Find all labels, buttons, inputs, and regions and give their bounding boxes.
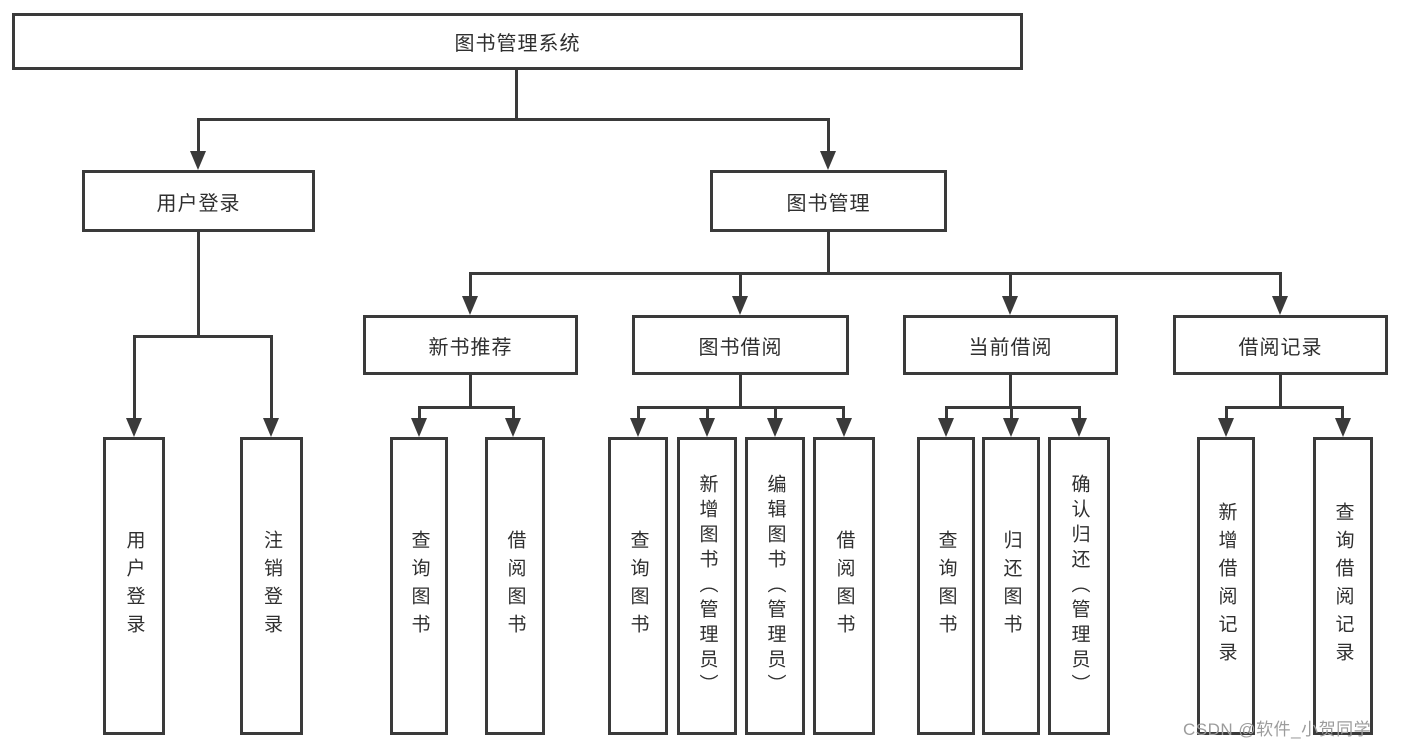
arrow-down-icon xyxy=(1335,418,1351,437)
connector-vline xyxy=(637,406,640,421)
leaf-add-borrow-record: 新增借阅记录 xyxy=(1197,437,1255,735)
leaf-return-book-label: 归还图书 xyxy=(1000,530,1022,642)
connector-vline xyxy=(515,70,518,120)
leaf-confirm-return: 确认归还（管理员） xyxy=(1048,437,1110,735)
leaf-edit-book-label: 编辑图书（管理员） xyxy=(764,473,786,699)
arrow-down-icon xyxy=(1071,418,1087,437)
connector-vline xyxy=(842,406,845,421)
arrow-down-icon xyxy=(126,418,142,437)
connector-hline xyxy=(133,335,273,338)
arrow-down-icon xyxy=(732,296,748,315)
leaf-query-book-1: 查询图书 xyxy=(390,437,448,735)
leaf-return-book: 归还图书 xyxy=(982,437,1040,735)
connector-vline xyxy=(197,232,200,338)
node-book-mgmt: 图书管理 xyxy=(710,170,947,232)
connector-vline xyxy=(469,375,472,409)
leaf-borrow-book-2-label: 借阅图书 xyxy=(833,530,855,642)
leaf-query-book-3-label: 查询图书 xyxy=(935,530,957,642)
connector-vline xyxy=(133,335,136,420)
leaf-confirm-return-label: 确认归还（管理员） xyxy=(1068,473,1090,699)
connector-vline xyxy=(1009,272,1012,299)
leaf-query-borrow-record-label: 查询借阅记录 xyxy=(1332,502,1354,670)
arrow-down-icon xyxy=(1002,296,1018,315)
arrow-down-icon xyxy=(1003,418,1019,437)
leaf-borrow-book-2: 借阅图书 xyxy=(813,437,875,735)
arrow-down-icon xyxy=(836,418,852,437)
connector-hline xyxy=(945,406,1081,409)
connector-hline xyxy=(1225,406,1344,409)
leaf-add-book: 新增图书（管理员） xyxy=(677,437,737,735)
node-current-borrow: 当前借阅 xyxy=(903,315,1118,375)
connector-vline xyxy=(1010,406,1013,421)
leaf-logout-label: 注销登录 xyxy=(261,530,282,642)
leaf-query-book-2: 查询图书 xyxy=(608,437,668,735)
node-borrow-record: 借阅记录 xyxy=(1173,315,1388,375)
node-book-mgmt-label: 图书管理 xyxy=(786,192,871,215)
arrow-down-icon xyxy=(938,418,954,437)
arrow-down-icon xyxy=(1272,296,1288,315)
connector-hline xyxy=(637,406,845,409)
leaf-logout: 注销登录 xyxy=(240,437,303,735)
connector-vline xyxy=(512,406,515,421)
node-borrow-record-label: 借阅记录 xyxy=(1238,336,1323,359)
connector-hline xyxy=(469,272,1282,275)
connector-vline xyxy=(1341,406,1344,421)
leaf-query-book-3: 查询图书 xyxy=(917,437,975,735)
arrow-down-icon xyxy=(462,296,478,315)
leaf-add-borrow-record-label: 新增借阅记录 xyxy=(1215,502,1237,670)
leaf-user-login: 用户登录 xyxy=(103,437,165,735)
connector-vline xyxy=(469,272,472,299)
connector-vline xyxy=(418,406,421,421)
leaf-query-borrow-record: 查询借阅记录 xyxy=(1313,437,1373,735)
node-user-login-label: 用户登录 xyxy=(156,192,241,215)
arrow-down-icon xyxy=(411,418,427,437)
arrow-down-icon xyxy=(190,151,206,170)
connector-vline xyxy=(270,335,273,420)
csdn-watermark: CSDN @软件_小贺同学 xyxy=(1183,720,1372,739)
connector-hline xyxy=(197,118,830,121)
arrow-down-icon xyxy=(767,418,783,437)
connector-vline xyxy=(739,375,742,409)
leaf-edit-book: 编辑图书（管理员） xyxy=(745,437,805,735)
arrow-down-icon xyxy=(1218,418,1234,437)
connector-vline xyxy=(827,118,830,154)
arrow-down-icon xyxy=(699,418,715,437)
node-user-login: 用户登录 xyxy=(82,170,315,232)
node-new-book-rec-label: 新书推荐 xyxy=(428,336,513,359)
connector-vline xyxy=(1279,272,1282,299)
connector-vline xyxy=(1225,406,1228,421)
node-book-borrow-label: 图书借阅 xyxy=(698,336,783,359)
node-new-book-rec: 新书推荐 xyxy=(363,315,578,375)
node-book-borrow: 图书借阅 xyxy=(632,315,849,375)
arrow-down-icon xyxy=(820,151,836,170)
connector-vline xyxy=(945,406,948,421)
leaf-query-book-2-label: 查询图书 xyxy=(627,530,649,642)
node-root: 图书管理系统 xyxy=(12,13,1023,70)
leaf-add-book-label: 新增图书（管理员） xyxy=(696,473,718,699)
connector-vline xyxy=(774,406,777,421)
connector-vline xyxy=(739,272,742,299)
node-current-borrow-label: 当前借阅 xyxy=(968,336,1053,359)
connector-vline xyxy=(1009,375,1012,409)
leaf-query-book-1-label: 查询图书 xyxy=(408,530,430,642)
connector-vline xyxy=(1078,406,1081,421)
leaf-borrow-book-1: 借阅图书 xyxy=(485,437,545,735)
connector-vline xyxy=(197,118,200,154)
connector-vline xyxy=(706,406,709,421)
arrow-down-icon xyxy=(505,418,521,437)
leaf-borrow-book-1-label: 借阅图书 xyxy=(504,530,526,642)
arrow-down-icon xyxy=(630,418,646,437)
leaf-user-login-label: 用户登录 xyxy=(123,530,145,642)
connector-vline xyxy=(827,232,830,275)
node-root-label: 图书管理系统 xyxy=(454,33,581,55)
connector-vline xyxy=(1279,375,1282,409)
arrow-down-icon xyxy=(263,418,279,437)
connector-hline xyxy=(418,406,515,409)
